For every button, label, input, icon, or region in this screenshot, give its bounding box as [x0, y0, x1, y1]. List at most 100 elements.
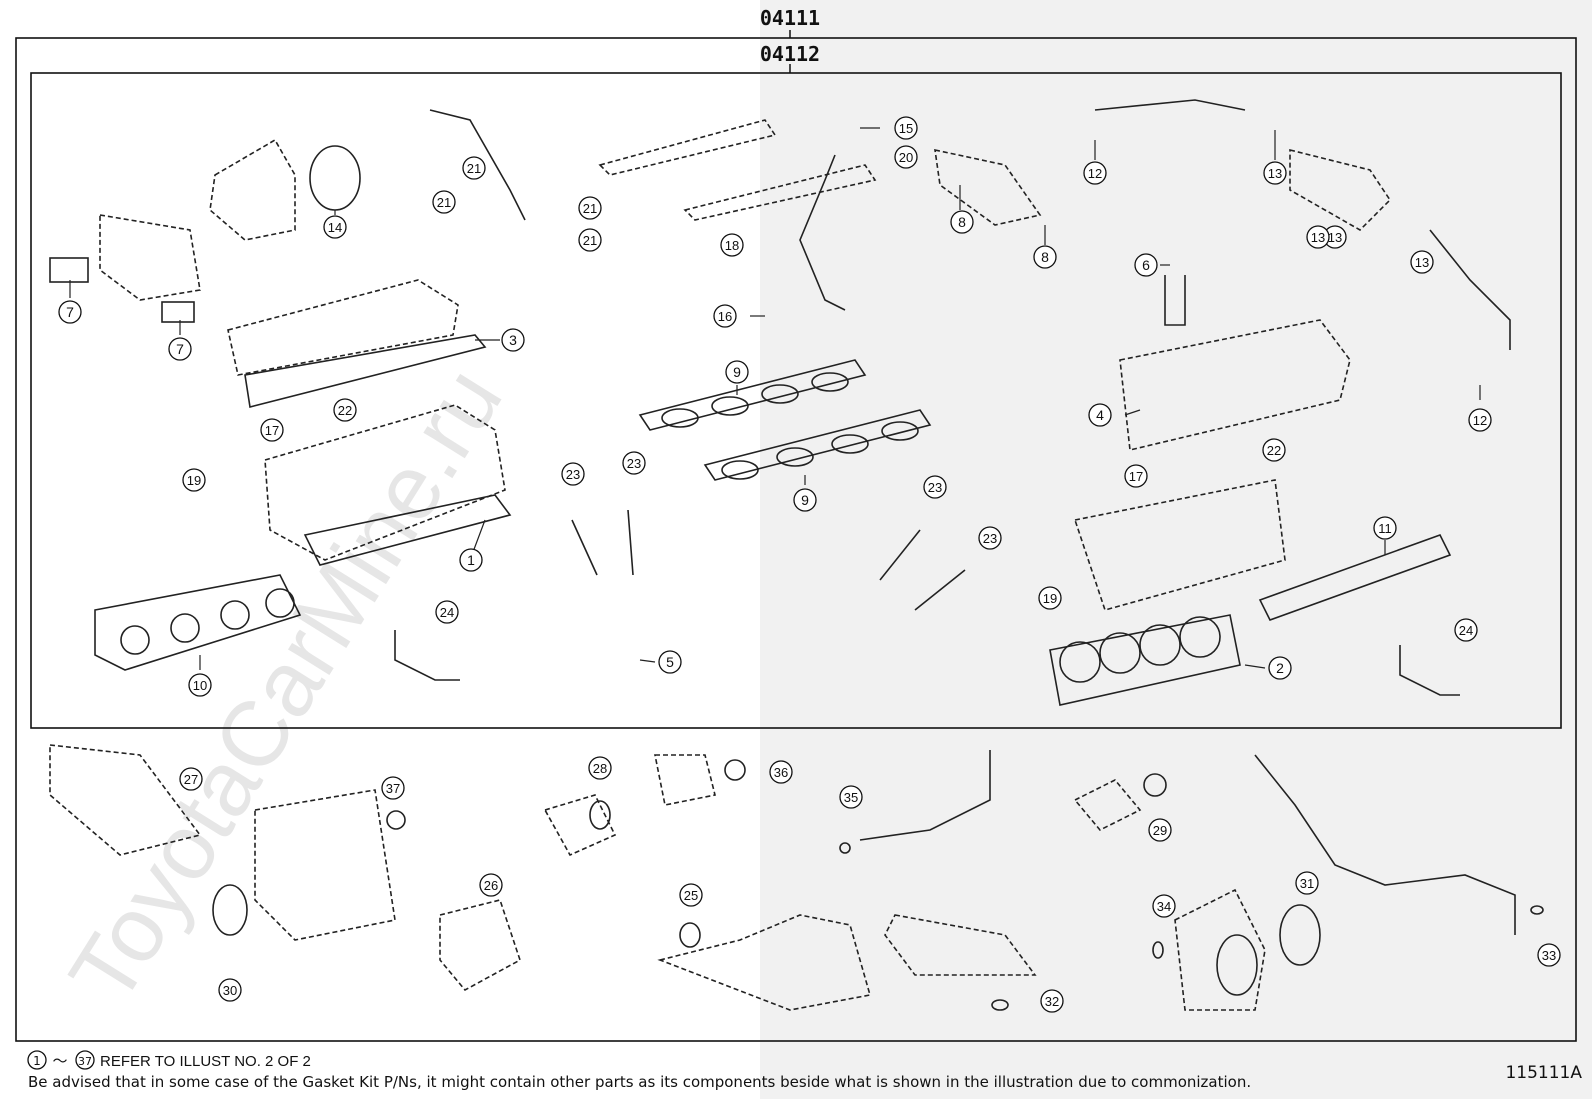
callout-10: 10 — [188, 673, 212, 697]
callout-circle — [1040, 989, 1064, 1013]
callout-7: 7 — [168, 337, 192, 361]
outer-kit-frame — [15, 37, 1577, 1042]
callout-21: 21 — [432, 190, 456, 214]
callout-circle — [793, 488, 817, 512]
callout-4: 4 — [1088, 403, 1112, 427]
callout-number: 21 — [583, 201, 597, 216]
callout-31: 31 — [1295, 871, 1319, 895]
callout-circle — [1454, 618, 1478, 642]
callout-28: 28 — [588, 756, 612, 780]
inner-kit-frame — [30, 72, 1562, 729]
callout-circle — [839, 785, 863, 809]
callout-number: 34 — [1157, 899, 1171, 914]
callout-circle — [658, 650, 682, 674]
callout-number: 22 — [338, 403, 352, 418]
callout-21: 21 — [578, 228, 602, 252]
callout-number: 19 — [187, 473, 201, 488]
callout-circle — [462, 156, 486, 180]
callout-number: 17 — [265, 423, 279, 438]
callout-number: 29 — [1153, 823, 1167, 838]
range-start: 1 — [33, 1054, 41, 1068]
callout-1: 1 — [459, 548, 483, 572]
callout-circle — [1306, 225, 1330, 249]
callout-circle — [1373, 516, 1397, 540]
callout-33: 33 — [1537, 943, 1561, 967]
callout-number: 8 — [958, 214, 966, 230]
callout-number: 26 — [484, 878, 498, 893]
callout-circle — [182, 468, 206, 492]
callout-30: 30 — [218, 978, 242, 1002]
callout-number: 9 — [733, 364, 741, 380]
callout-23: 23 — [978, 526, 1002, 550]
callout-35: 35 — [839, 785, 863, 809]
kit-inner-label: 04112 — [760, 42, 820, 66]
callout-36: 36 — [769, 760, 793, 784]
callout-circle — [58, 300, 82, 324]
callout-number: 5 — [666, 654, 674, 670]
illustration-number: 115111A — [1505, 1063, 1582, 1083]
callout-circle — [950, 210, 974, 234]
callout-number: 14 — [328, 220, 342, 235]
callout-circle — [435, 600, 459, 624]
callout-number: 18 — [725, 238, 739, 253]
callout-13: 13 — [1306, 225, 1330, 249]
callout-number: 6 — [1142, 257, 1150, 273]
callout-12: 12 — [1468, 408, 1492, 432]
callout-circle — [381, 776, 405, 800]
callout-circle — [713, 304, 737, 328]
callout-circle — [769, 760, 793, 784]
callout-11: 11 — [1373, 516, 1397, 540]
callout-circle — [578, 196, 602, 220]
callout-17: 17 — [260, 418, 284, 442]
callout-number: 17 — [1129, 469, 1143, 484]
callout-number: 25 — [684, 888, 698, 903]
callout-circle — [501, 328, 525, 352]
callout-8: 8 — [1033, 245, 1057, 269]
callout-21: 21 — [462, 156, 486, 180]
callout-circle — [479, 873, 503, 897]
disclaimer-text: Be advised that in some case of the Gask… — [28, 1073, 1252, 1091]
callout-number: 16 — [718, 309, 732, 324]
callout-circle — [1152, 894, 1176, 918]
callout-circle — [1088, 403, 1112, 427]
callout-circle — [218, 978, 242, 1002]
callout-number: 4 — [1096, 407, 1104, 423]
callout-6: 6 — [1134, 253, 1158, 277]
callout-number: 11 — [1378, 521, 1392, 536]
callout-number: 30 — [223, 983, 237, 998]
callout-21: 21 — [578, 196, 602, 220]
callout-23: 23 — [923, 475, 947, 499]
callout-8: 8 — [950, 210, 974, 234]
callout-18: 18 — [720, 233, 744, 257]
callout-number: 33 — [1542, 948, 1556, 963]
callout-circle — [188, 673, 212, 697]
callout-number: 37 — [386, 781, 400, 796]
callout-34: 34 — [1152, 894, 1176, 918]
callout-number: 7 — [176, 341, 184, 357]
callout-5: 5 — [658, 650, 682, 674]
callout-circle — [1148, 818, 1172, 842]
callout-9: 9 — [725, 360, 749, 384]
callout-circle — [260, 418, 284, 442]
callout-number: 10 — [193, 678, 207, 693]
callout-number: 31 — [1300, 876, 1314, 891]
callout-24: 24 — [435, 600, 459, 624]
callout-number: 21 — [437, 195, 451, 210]
callout-number: 12 — [1088, 166, 1102, 181]
callout-20: 20 — [894, 145, 918, 169]
callout-number: 23 — [627, 456, 641, 471]
callout-circle — [1468, 408, 1492, 432]
callout-23: 23 — [622, 451, 646, 475]
callout-16: 16 — [713, 304, 737, 328]
callout-25: 25 — [679, 883, 703, 907]
callout-number: 27 — [184, 772, 198, 787]
callout-12: 12 — [1083, 161, 1107, 185]
watermark: ToyotaCarMine.ru — [50, 351, 521, 1021]
callout-number: 22 — [1267, 443, 1281, 458]
kit-outer-label: 04111 — [760, 6, 820, 30]
callout-19: 19 — [182, 468, 206, 492]
callout-circle — [679, 883, 703, 907]
callout-circle — [1268, 656, 1292, 680]
callout-22: 22 — [1262, 438, 1286, 462]
